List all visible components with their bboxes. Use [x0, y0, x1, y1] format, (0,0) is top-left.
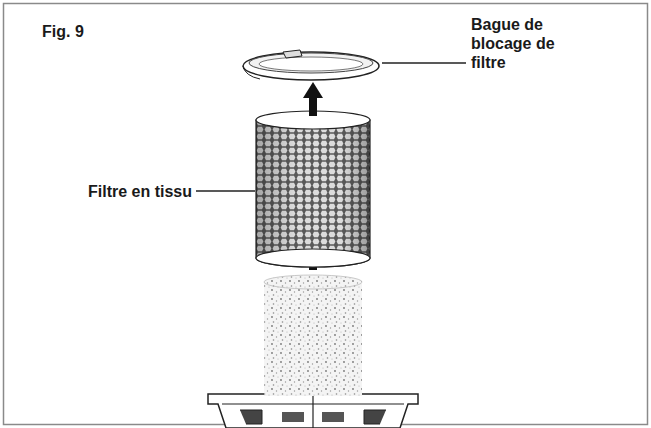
- part-label: Filtre en tissu: [88, 182, 192, 201]
- figure-frame: [4, 4, 648, 425]
- filter-locking-ring: [243, 50, 379, 80]
- filter-housing: [208, 394, 418, 428]
- fabric-filter: [256, 111, 370, 267]
- leader-line: [382, 62, 466, 63]
- part-label: Bague de blocage de filtre: [471, 15, 591, 72]
- assembly-arrow: [303, 82, 323, 116]
- figure-title: Fig. 9: [42, 22, 84, 41]
- leader-line: [196, 190, 255, 191]
- foam-filter: [264, 275, 362, 396]
